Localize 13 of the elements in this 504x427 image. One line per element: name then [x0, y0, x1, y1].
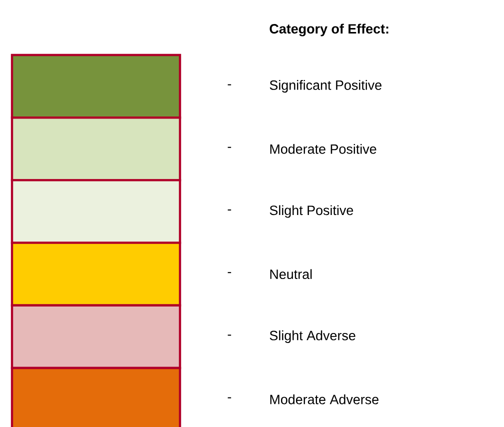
legend-label: Moderate Positive	[270, 144, 376, 154]
legend-title: Category of Effect:	[270, 24, 388, 36]
legend-label: Significant Positive	[270, 80, 382, 93]
legend-label: Neutral	[270, 269, 312, 280]
dash: -	[228, 397, 232, 398]
legend-label: Slight Adverse	[270, 330, 356, 343]
dash: -	[228, 84, 232, 86]
legend-label: Moderate Adverse	[270, 394, 378, 404]
legend-label: Slight Positive	[270, 205, 354, 218]
dash: -	[228, 272, 232, 274]
dash: -	[228, 334, 232, 336]
dash: -	[228, 146, 232, 148]
dash: -	[228, 209, 232, 210]
